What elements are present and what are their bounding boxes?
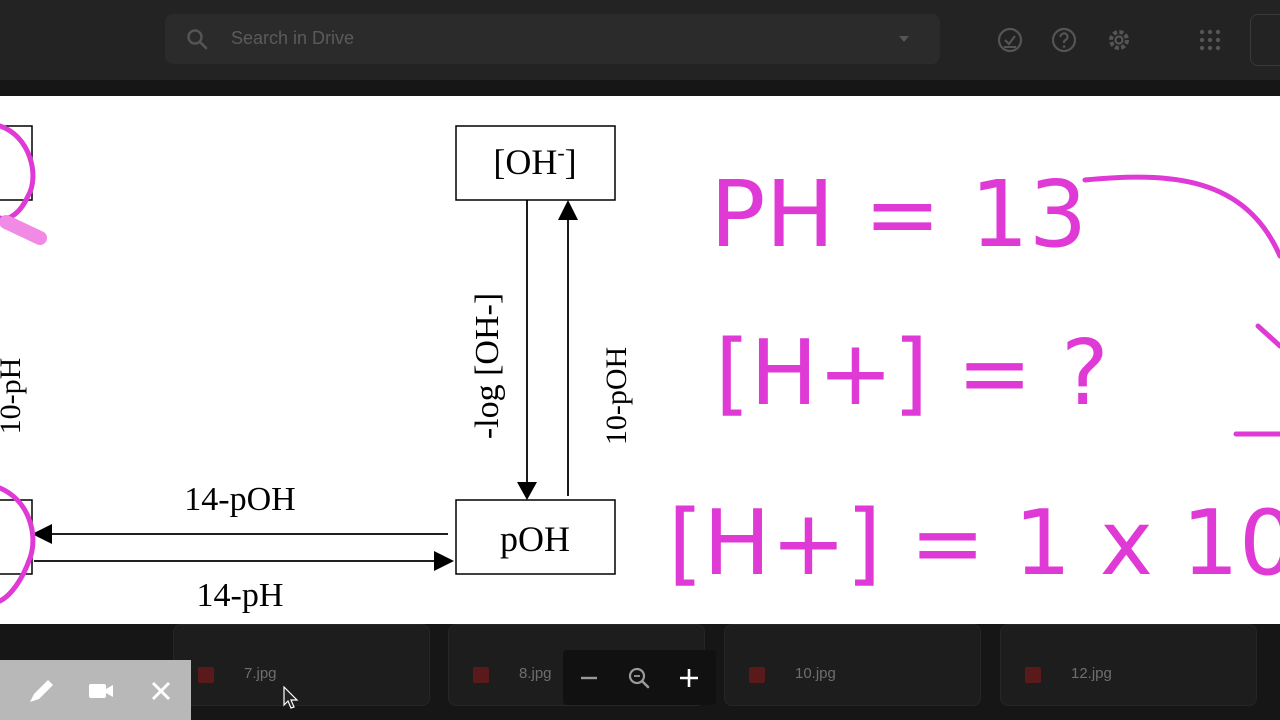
dropdown-caret-icon[interactable]	[897, 32, 911, 46]
arrow-down-head	[517, 482, 537, 500]
arrow-right-head	[434, 551, 454, 571]
image-file-icon	[749, 667, 765, 683]
apps-grid-icon[interactable]	[1196, 26, 1224, 54]
drive-header: Search in Drive	[0, 0, 1280, 80]
handwritten-equations	[1082, 174, 1280, 437]
mouse-cursor-icon	[283, 686, 299, 709]
search-input[interactable]: Search in Drive	[231, 28, 355, 48]
image-viewer[interactable]: 10-pH [OH-] pOH -log [OH-] 10-pOH 14-pOH…	[0, 96, 1280, 624]
diagram-canvas: 10-pH [OH-] pOH -log [OH-] 10-pOH 14-pOH…	[0, 123, 1280, 614]
arrow-left-label: 14-pOH	[184, 481, 295, 518]
close-icon[interactable]	[146, 676, 176, 706]
zoom-out-icon[interactable]	[575, 664, 603, 692]
handwritten-line-2: [H+] = ?	[715, 321, 1109, 426]
arrow-up-head	[558, 200, 578, 220]
file-card[interactable]: 7.jpg	[173, 624, 430, 706]
file-name: 12.jpg	[1071, 665, 1112, 682]
pen-icon[interactable]	[26, 676, 56, 706]
arrow-right-label: 14-pH	[197, 577, 284, 614]
handwritten-line-3: [H+] = 1 x 10	[668, 491, 1280, 596]
search-bar[interactable]: Search in Drive	[165, 14, 940, 64]
image-file-icon	[473, 667, 489, 683]
image-file-icon	[1025, 667, 1041, 683]
offline-check-icon[interactable]	[996, 26, 1024, 54]
file-name: 10.jpg	[795, 665, 836, 682]
file-name: 7.jpg	[244, 665, 277, 682]
help-icon[interactable]	[1050, 26, 1078, 54]
file-card[interactable]: 10.jpg	[724, 624, 981, 706]
arrow-up-label: 10-pOH	[600, 347, 633, 445]
oh-concentration-label: [OH-]	[493, 140, 576, 182]
settings-gear-icon[interactable]	[1105, 26, 1133, 54]
file-name: 8.jpg	[519, 665, 552, 682]
search-icon[interactable]	[185, 27, 209, 51]
file-card[interactable]: 12.jpg	[1000, 624, 1257, 706]
account-button[interactable]	[1250, 14, 1280, 66]
zoom-controls	[563, 650, 716, 705]
zoom-in-icon[interactable]	[675, 664, 703, 692]
highlighter-stroke	[0, 215, 47, 245]
arrow-left-head	[32, 524, 52, 544]
handwritten-line-1: PH = 13	[710, 161, 1087, 268]
oh-concentration-box	[455, 125, 616, 201]
poh-box	[455, 499, 616, 575]
left-vertical-label: 10-pH	[0, 358, 27, 435]
annotation-toolbar	[0, 660, 191, 720]
image-file-icon	[198, 667, 214, 683]
arrow-down-label: -log [OH-]	[469, 293, 506, 439]
poh-label: pOH	[500, 519, 570, 559]
magnifier-icon[interactable]	[625, 664, 653, 692]
camera-icon[interactable]	[86, 676, 116, 706]
